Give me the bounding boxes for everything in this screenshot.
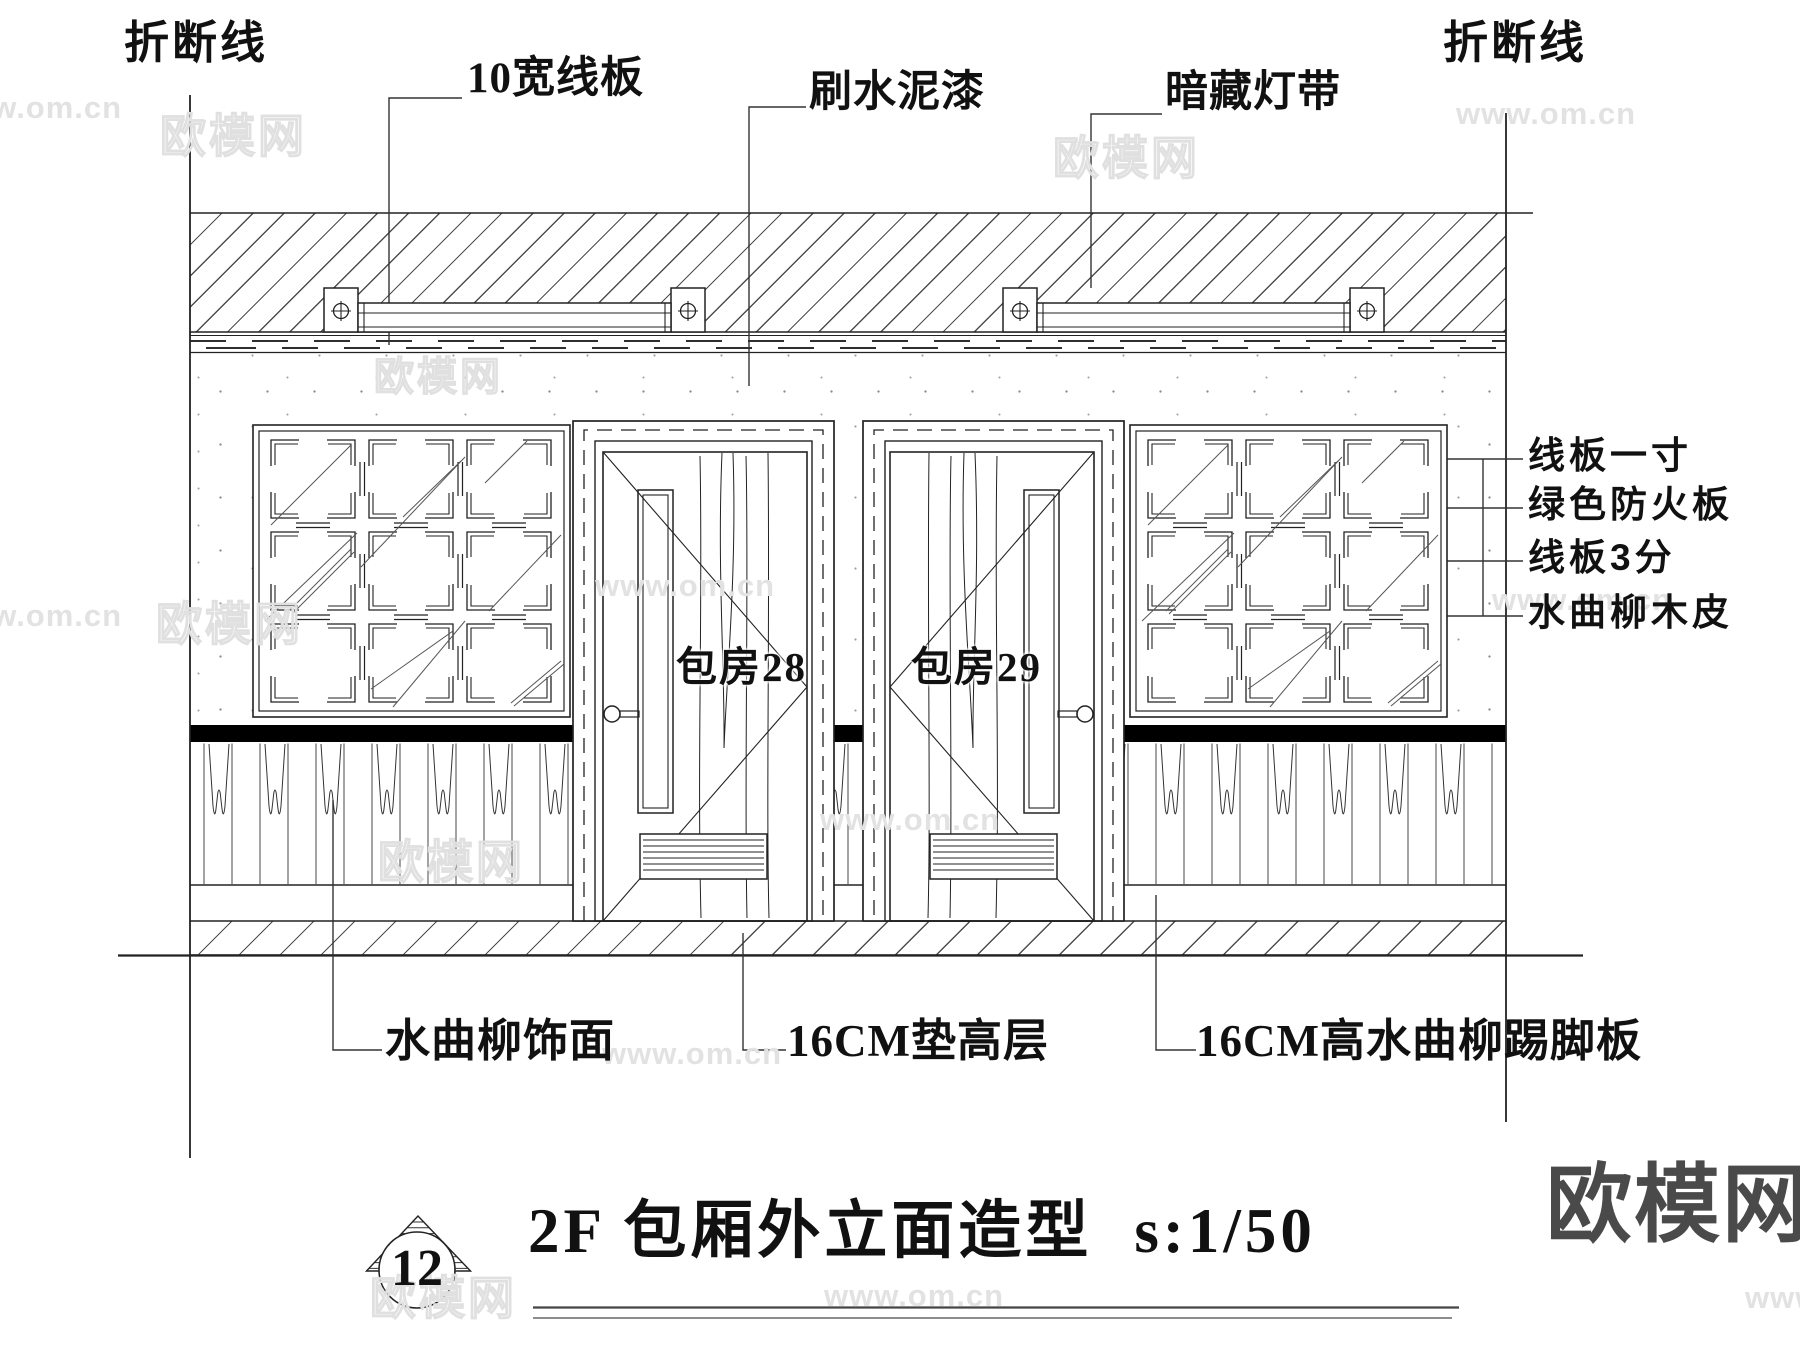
floor-hatch-band	[190, 921, 1506, 955]
title-text: 2F 包厢外立面造型	[528, 1196, 1093, 1266]
trim-strip-dashes-row2	[190, 347, 1506, 349]
callout-ash-veneer: 水曲柳木皮	[1528, 592, 1733, 633]
callout-cement-paint: 刷水泥漆	[809, 69, 985, 116]
callout-trim-3-fen: 线板3分	[1528, 537, 1676, 578]
door-label-room-29: 包房29	[911, 644, 1042, 690]
break-line-label-left: 折断线	[124, 18, 269, 68]
callout-trim-one-inch: 线板一寸	[1528, 435, 1692, 476]
callout-trim-board: 10宽线板	[467, 55, 644, 102]
callout-green-fireproof-board: 绿色防火板	[1528, 484, 1733, 525]
break-line-label-right: 折断线	[1443, 18, 1588, 68]
title-scale: s:1/50	[1134, 1196, 1316, 1266]
drawing-title: 2F 包厢外立面造型 s:1/50	[528, 1198, 1316, 1264]
trim-strip-dashes-row1	[190, 340, 1506, 342]
site-logo: 欧模网	[1546, 1157, 1800, 1253]
callout-raised-floor: 16CM垫高层	[787, 1016, 1049, 1066]
callout-hidden-light-strip: 暗藏灯带	[1165, 69, 1341, 116]
door-label-room-28: 包房28	[676, 644, 807, 690]
callout-ash-finish: 水曲柳饰面	[385, 1016, 616, 1066]
callout-ash-skirting: 16CM高水曲柳踢脚板	[1196, 1016, 1642, 1066]
detail-number: 12	[391, 1240, 443, 1297]
